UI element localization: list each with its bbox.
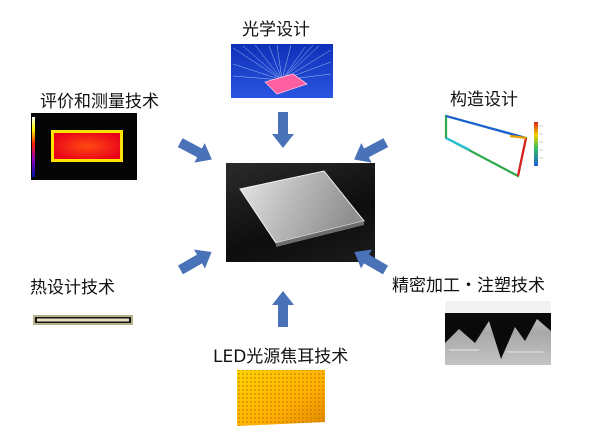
precision-processing-image	[445, 301, 551, 365]
led-light-source-image	[233, 368, 329, 428]
label-thermal-design: 热设计技术	[30, 278, 115, 298]
evaluation-thermal-image	[31, 113, 137, 180]
arrow-from-top-right	[354, 138, 389, 163]
center-product-image	[226, 163, 375, 262]
arrow-from-bottom	[272, 291, 294, 327]
optical-design-image	[231, 44, 333, 98]
arrow-from-top-left	[177, 138, 212, 163]
arrow-from-bottom-right	[354, 249, 389, 275]
label-structure-design: 构造设计	[450, 90, 518, 110]
label-precision-processing: 精密加工・注塑技术	[392, 276, 545, 296]
structure-design-image	[440, 112, 545, 182]
thermal-design-image	[30, 309, 138, 331]
label-optical-design: 光学设计	[242, 20, 310, 40]
arrow-from-bottom-left	[177, 249, 212, 275]
label-led-light-focus: LED光源焦耳技术	[213, 347, 349, 367]
label-evaluation-measurement: 评价和测量技术	[40, 92, 159, 112]
arrow-from-top	[272, 112, 294, 148]
